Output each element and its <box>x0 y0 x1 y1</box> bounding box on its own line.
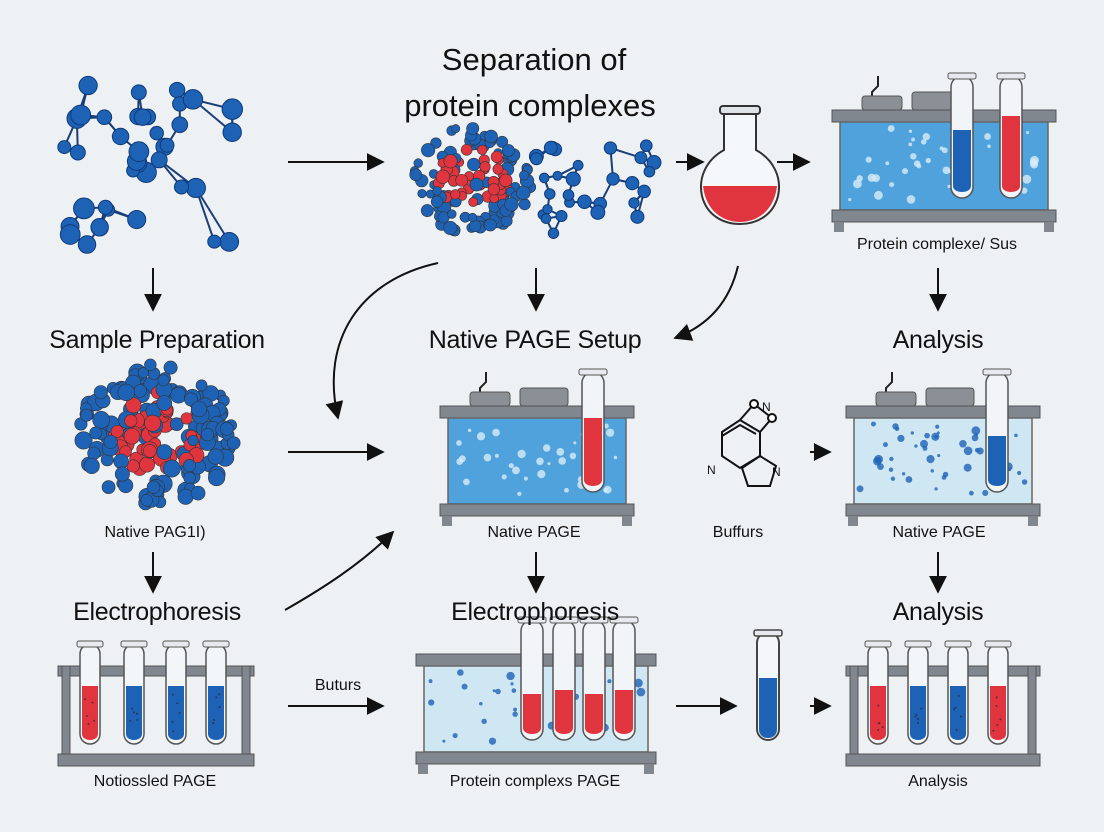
arrows <box>144 153 947 715</box>
caption-analysis: Analysis <box>908 773 968 790</box>
test-tube-rack-icon <box>845 640 1041 767</box>
test-tube-icon <box>753 629 783 741</box>
protein-network-icon <box>57 75 244 254</box>
svg-text:N: N <box>772 465 781 479</box>
caption-native-page-center: Native PAGE <box>487 524 581 541</box>
protein-network-icon <box>528 139 662 239</box>
caption-native-page-left: Native PAG1I) <box>104 524 206 541</box>
gel-tank-icon <box>439 368 635 526</box>
caption-buffers: Buffurs <box>712 524 764 541</box>
gel-tank-icon <box>831 72 1057 232</box>
gel-tank-icon <box>415 616 657 774</box>
svg-text:N: N <box>707 463 716 477</box>
arrow-icon <box>284 530 395 611</box>
heading-analysis-mid: Analysis <box>892 326 984 354</box>
caption-protein-complexs: Protein complexs PAGE <box>449 773 621 790</box>
caption-top-right: Protein complexe/ Sus <box>856 236 1018 253</box>
chemical-structure-icon <box>721 399 778 487</box>
flask-icon <box>700 105 780 226</box>
caption-butures: Buturs <box>314 677 362 694</box>
heading-analysis-bottom: Analysis <box>892 598 984 626</box>
test-tube-rack-icon <box>57 640 255 767</box>
caption-native-page-right: Native PAGE <box>892 524 986 541</box>
heading-electrophoresis-left: Electrophoresis <box>73 598 241 626</box>
diagram-title-line1: Separation of <box>441 42 627 77</box>
arrow-icon <box>325 262 439 420</box>
arrow-icon <box>673 265 739 341</box>
protein-cluster-icon <box>409 122 537 237</box>
svg-text:N: N <box>762 400 771 414</box>
gel-tank-icon <box>845 368 1041 526</box>
heading-electrophoresis-mid: Electrophoresis <box>451 598 619 626</box>
heading-native-page-setup: Native PAGE Setup <box>428 326 642 354</box>
diagram-title-line2: protein complexes <box>404 88 656 123</box>
protein-cluster-icon <box>74 358 241 511</box>
caption-notiossled: Notiossled PAGE <box>93 773 217 790</box>
heading-sample-preparation: Sample Preparation <box>49 326 265 354</box>
